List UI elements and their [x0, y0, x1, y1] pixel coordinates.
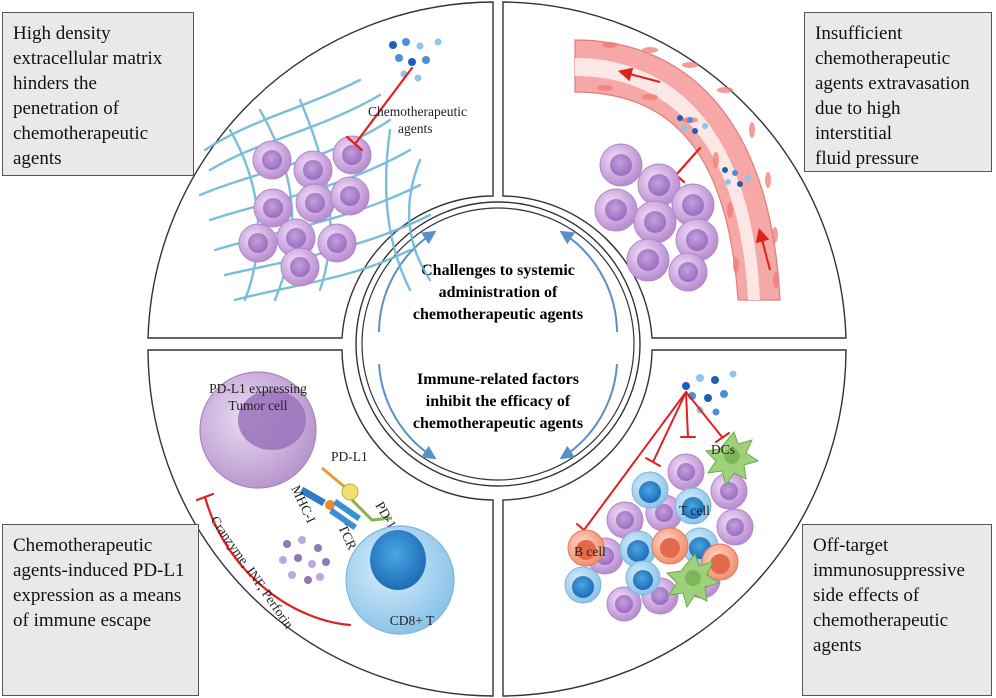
purple-cell: [667, 453, 705, 491]
t-cell: [631, 471, 669, 509]
tumor-cell: [276, 218, 316, 258]
tumor-cell: [668, 252, 708, 292]
b-cell: [651, 527, 689, 565]
receptor-complex: [299, 466, 393, 531]
tcell-label: T cell: [679, 503, 710, 518]
cd8-t-cell: [345, 525, 455, 635]
tumor-cell: [317, 223, 357, 263]
inhibition-line-tl: [345, 66, 414, 152]
cycle-arrow-upper-left: [378, 230, 437, 333]
cycle-arrow-lower-right: [559, 363, 618, 460]
tumor-cell: [594, 188, 638, 232]
dendritic-cell: [704, 430, 760, 487]
vessel-wall-cells: [597, 42, 779, 288]
tumor-cells-ecm: [238, 135, 372, 287]
cd8-label: CD8+ T: [390, 613, 435, 628]
center-title-line3: chemotherapeutic agents: [413, 306, 583, 323]
tumor-cell: [637, 163, 681, 207]
t-cell: [625, 560, 661, 596]
cell-cluster: [564, 430, 760, 622]
caption-top-right: Insufficient chemotherapeutic agents ext…: [815, 23, 970, 170]
tumor-cell: [330, 176, 370, 216]
dcs-label: DCs: [711, 442, 735, 457]
purple-cell: [606, 586, 642, 622]
pdl1-label: PD-L1: [331, 449, 368, 464]
tumor-cells-vessel: [594, 143, 719, 292]
chemo-drug-dots-vessel: [677, 115, 751, 187]
purple-cell: [716, 508, 754, 546]
pdl1-tumor-cell: [199, 371, 317, 489]
tumor-cell: [293, 150, 333, 190]
caption-bottom-right: Off-target immunosuppressive side effect…: [813, 535, 965, 657]
tumor-cell: [671, 183, 715, 227]
tumor-cell: [626, 238, 670, 282]
purple-cell: [710, 472, 748, 510]
center-title-line1: Challenges to systemic: [421, 262, 575, 279]
dendritic-cell: [665, 552, 721, 609]
center-circle: Challenges to systemic administration of…: [355, 201, 641, 487]
flow-arrow-right: [755, 227, 771, 271]
caption-box-top-right: Insufficient chemotherapeutic agents ext…: [804, 12, 992, 172]
tumor-cell: [295, 183, 335, 223]
flow-arrow-top: [617, 67, 661, 83]
tumor-cell: [252, 140, 292, 180]
center-sub-line1: Immune-related factors: [417, 371, 579, 388]
tumor-cell: [253, 188, 293, 228]
center-sub-line3: chemotherapeutic agents: [413, 415, 583, 432]
pdl1-cell-label-line1: PD-L1 expressing: [209, 381, 307, 396]
tumor-cell: [332, 135, 372, 175]
caption-bottom-left: Chemotherapeutic agents-induced PD-L1 ex…: [13, 535, 185, 632]
tumor-cell: [599, 143, 643, 187]
cytokine-dots: [279, 536, 330, 584]
immune-cells-illustration: DCs T cell B cell: [564, 370, 760, 622]
cycle-arrow-lower-left: [378, 363, 437, 460]
tumor-cell: [280, 247, 320, 287]
bcell-label: B cell: [574, 544, 606, 559]
ecm-illustration: Chemotherapeutic agents: [198, 38, 467, 302]
center-sub-line2: inhibit the efficacy of: [426, 393, 571, 410]
vessel-illustration: [574, 39, 781, 301]
pdl1-cell-label-line2: Tumor cell: [228, 398, 287, 413]
t-cell: [674, 487, 712, 525]
t-cell: [564, 566, 602, 604]
center-title-line2: administration of: [439, 284, 558, 301]
cytokine-inhibition-arc: [195, 492, 352, 627]
caption-box-top-left: High density extracellular matrix hinder…: [2, 12, 194, 176]
b-cell: [592, 505, 622, 535]
cycle-arrow-upper-right: [559, 230, 618, 333]
caption-box-bottom-left: Chemotherapeutic agents-induced PD-L1 ex…: [2, 524, 199, 696]
b-cell: [701, 543, 739, 581]
tumor-cell: [633, 200, 677, 244]
b-cell: [567, 529, 605, 567]
caption-top-left: High density extracellular matrix hinder…: [13, 23, 163, 170]
chemo-label-line2: agents: [398, 121, 433, 136]
tumor-cell: [238, 223, 278, 263]
chemo-label-line1: Chemotherapeutic: [368, 104, 467, 119]
caption-box-bottom-right: Off-target immunosuppressive side effect…: [802, 524, 992, 696]
inhibition-lines-br: [576, 391, 730, 537]
